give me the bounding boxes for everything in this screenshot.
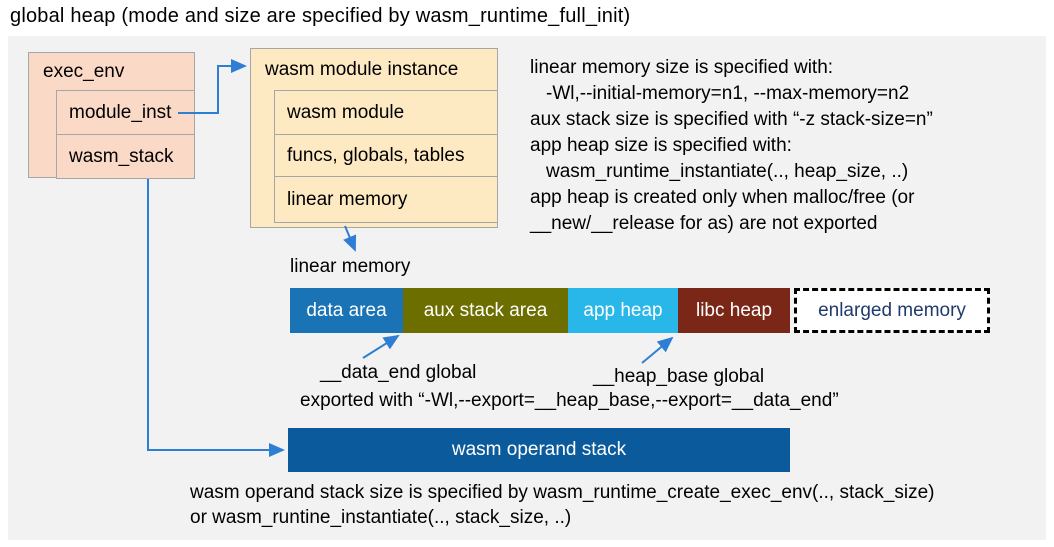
wasm-module-instance-box: wasm module instance wasm module funcs, … <box>250 48 498 228</box>
operand-stack-notes: wasm operand stack size is specified by … <box>190 480 935 530</box>
wasm-module-instance-header: wasm module instance <box>265 59 459 80</box>
diagram-title: global heap (mode and size are specified… <box>10 5 631 27</box>
segment-enlarged-memory: enlarged memory <box>794 288 990 333</box>
module-inst-cell: module_inst <box>56 90 195 135</box>
note-line: wasm_runtime_instantiate(.., heap_size, … <box>546 161 909 182</box>
note-line: app heap size is specified with: <box>530 135 792 156</box>
arrow-cell-to-linear-memory <box>343 225 357 252</box>
operand-note-line: or wasm_runtine_instantiate(.., stack_si… <box>190 507 572 528</box>
wasm-stack-cell: wasm_stack <box>56 134 195 179</box>
wasm-operand-stack-bar: wasm operand stack <box>288 428 790 472</box>
segment-data-area: data area <box>290 288 403 333</box>
size-notes: linear memory size is specified with: -W… <box>530 55 933 237</box>
segment-app-heap: app heap <box>568 288 678 333</box>
export-note: exported with “-Wl,--export=__heap_base,… <box>300 390 839 411</box>
segment-libc-heap: libc heap <box>678 288 790 333</box>
wasm-module-cell: wasm module <box>274 90 498 135</box>
linear-memory-label: linear memory <box>290 256 411 277</box>
note-line: app heap is created only when malloc/fre… <box>530 187 915 208</box>
funcs-globals-tables-cell: funcs, globals, tables <box>274 134 498 177</box>
exec-env-header: exec_env <box>43 61 125 82</box>
data-end-global-label: __data_end global <box>320 362 477 383</box>
operand-note-line: wasm operand stack size is specified by … <box>190 482 935 503</box>
note-line: __new/__release for as) are not exported <box>530 213 878 234</box>
arrow-heap-base-to-bar <box>641 336 674 364</box>
diagram-canvas: exec_env module_inst wasm_stack wasm mod… <box>8 36 1046 540</box>
linear-memory-cell: linear memory <box>274 176 498 223</box>
heap-base-global-label: __heap_base global <box>593 366 765 387</box>
note-line: linear memory size is specified with: <box>530 57 834 78</box>
exec-env-box: exec_env module_inst wasm_stack <box>28 52 195 179</box>
segment-aux-stack-area: aux stack area <box>403 288 568 333</box>
arrow-data-end-to-bar <box>362 334 400 359</box>
note-line: -Wl,--initial-memory=n1, --max-memory=n2 <box>546 83 910 104</box>
note-line: aux stack size is specified with “-z sta… <box>530 109 933 130</box>
